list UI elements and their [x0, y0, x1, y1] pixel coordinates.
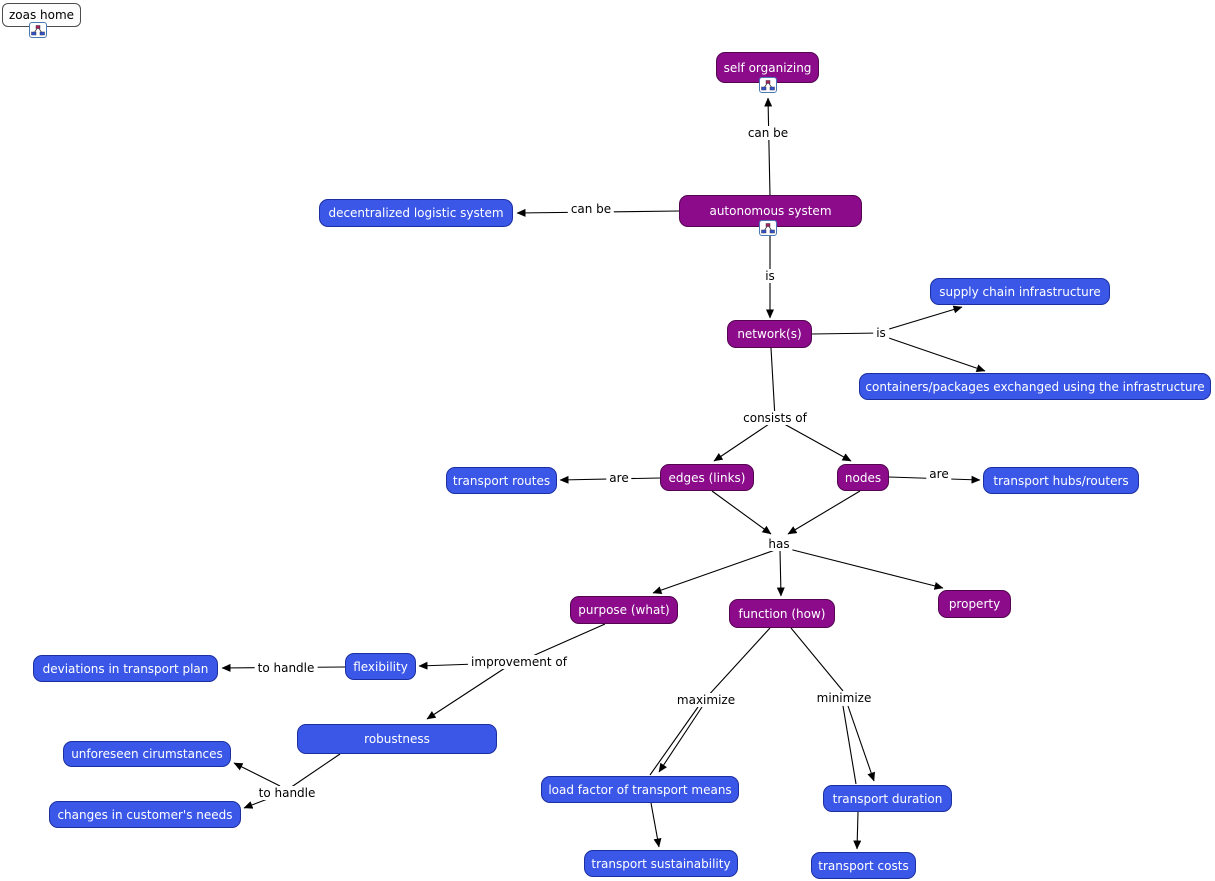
connector-line	[842, 705, 857, 785]
concept-supply-chain-infrastructure[interactable]: supply chain infrastructure	[930, 278, 1110, 305]
concept-transport-hubs-routers[interactable]: transport hubs/routers	[983, 467, 1139, 494]
connector-line	[885, 305, 963, 331]
concept-networks[interactable]: network(s)	[727, 320, 812, 348]
concept-transport-costs[interactable]: transport costs	[811, 852, 916, 879]
link-label-maximize[interactable]: maximize	[673, 693, 739, 707]
connector-line	[811, 332, 882, 335]
concept-robustness[interactable]: robustness	[297, 724, 497, 754]
concept-purpose-what[interactable]: purpose (what)	[570, 596, 678, 624]
connector-line	[649, 706, 699, 776]
connector-line	[776, 419, 852, 462]
connector-line	[790, 627, 844, 692]
connector-line	[658, 706, 703, 773]
link-label-can-be-top[interactable]: can be	[744, 126, 792, 140]
connector-line	[885, 336, 986, 373]
concept-nodes[interactable]: nodes	[837, 464, 889, 491]
link-label-consists-of[interactable]: consists of	[740, 411, 810, 425]
connector-line	[847, 705, 875, 782]
connector-line	[853, 811, 862, 850]
link-label-minimize[interactable]: minimize	[813, 691, 875, 705]
connector-line	[711, 490, 772, 535]
connector-line	[764, 97, 773, 197]
link-label-improvement-of[interactable]: improvement of	[468, 655, 570, 669]
concept-containers-packages[interactable]: containers/packages exchanged using the …	[859, 373, 1211, 400]
connector-line	[713, 419, 776, 462]
concept-deviations-in-transport-plan[interactable]: deviations in transport plan	[33, 655, 218, 682]
connector-line	[784, 547, 944, 590]
connector-line	[776, 549, 785, 597]
link-label-to-handle-flexibility[interactable]: to handle	[254, 661, 318, 675]
concept-decentralized-logistic-system[interactable]: decentralized logistic system	[319, 199, 513, 227]
connector-line	[426, 667, 506, 720]
connector-line	[705, 627, 771, 699]
concept-transport-sustainability[interactable]: transport sustainability	[584, 850, 738, 877]
connector-line	[770, 347, 776, 419]
cmap-resource-icon-self-organizing[interactable]	[759, 77, 777, 93]
concept-unforeseen-cirumstances[interactable]: unforeseen cirumstances	[63, 741, 231, 767]
concept-flexibility[interactable]: flexibility	[345, 653, 416, 680]
link-label-has[interactable]: has	[765, 537, 793, 551]
link-label-are-left[interactable]: are	[606, 471, 632, 485]
connector-line	[286, 753, 341, 791]
mini-cmap-glyph	[761, 79, 775, 90]
mini-cmap-glyph	[31, 24, 45, 35]
link-label-is-right[interactable]: is	[873, 326, 889, 340]
concept-transport-duration[interactable]: transport duration	[823, 785, 952, 812]
cmap-resource-icon-autonomous-system[interactable]	[759, 220, 777, 236]
mini-cmap-glyph	[761, 222, 775, 233]
concept-changes-in-customers-needs[interactable]: changes in customer's needs	[49, 801, 241, 828]
cmap-resource-icon-home[interactable]	[29, 22, 47, 38]
connector-line	[233, 762, 281, 787]
connector-line	[652, 548, 779, 594]
link-label-is-vertical[interactable]: is	[762, 269, 778, 283]
connector-line	[650, 802, 662, 848]
link-label-to-handle-robustness[interactable]: to handle	[255, 786, 319, 800]
concept-load-factor-of-transport-means[interactable]: load factor of transport means	[541, 776, 739, 803]
connector-line	[787, 490, 861, 535]
concept-property[interactable]: property	[938, 590, 1011, 618]
link-label-can-be-left[interactable]: can be	[567, 202, 615, 216]
link-label-are-right[interactable]: are	[926, 467, 952, 481]
concept-function-how[interactable]: function (how)	[729, 599, 835, 628]
concept-edges-links[interactable]: edges (links)	[660, 464, 754, 491]
concept-transport-routes[interactable]: transport routes	[446, 467, 557, 494]
